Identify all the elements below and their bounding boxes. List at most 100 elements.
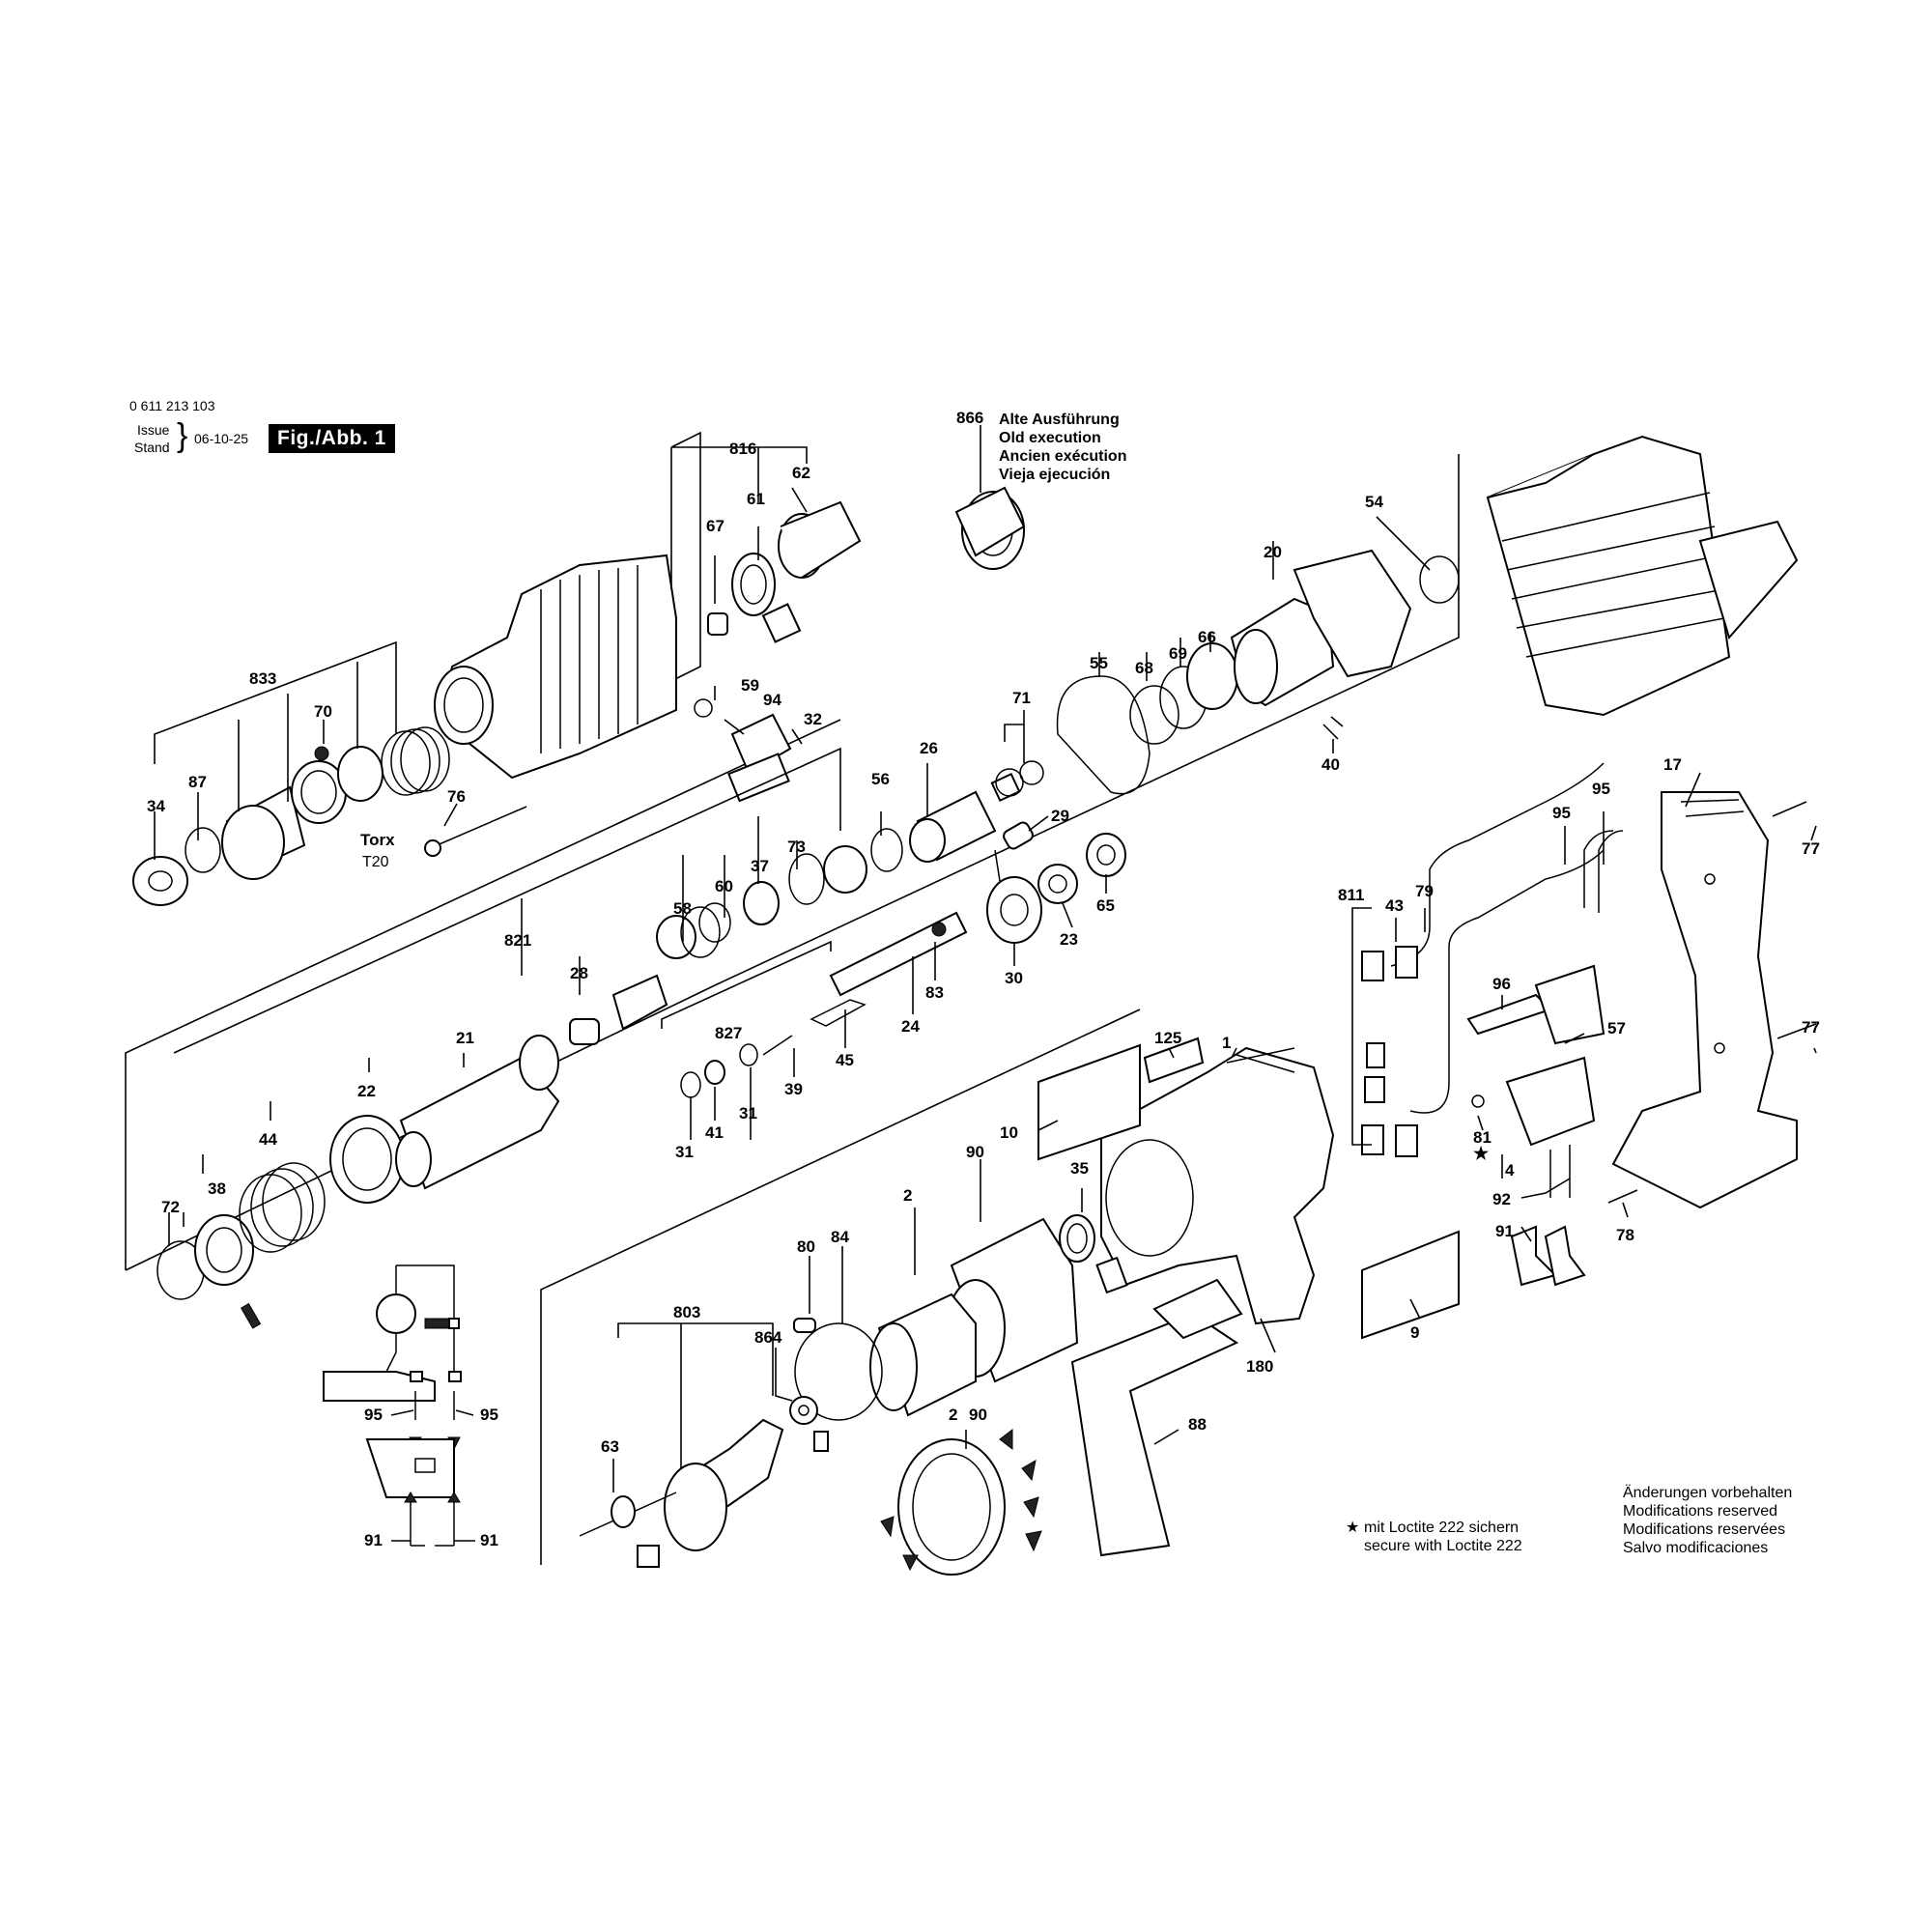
handle-shell [1611, 791, 1798, 1209]
callout-24: 24 [901, 1017, 920, 1036]
screw-77-top [1772, 801, 1807, 817]
label-9 [1361, 1230, 1460, 1340]
torx-size: T20 [362, 854, 389, 870]
callout-43: 43 [1385, 896, 1404, 915]
modifications-es: Salvo modificaciones [1623, 1540, 1769, 1556]
callout-30: 30 [1005, 969, 1023, 987]
brace-icon: } [177, 417, 188, 454]
callout-21: 21 [456, 1029, 474, 1047]
label-10 [1037, 1043, 1141, 1161]
hammer-tube-housing [434, 554, 677, 780]
impact-mechanism [680, 760, 1126, 1098]
callout-38: 38 [208, 1179, 226, 1198]
callout-91-schematic-left: 91 [364, 1531, 383, 1549]
callout-827: 827 [715, 1024, 742, 1042]
callout-60: 60 [715, 877, 733, 895]
callout-70: 70 [314, 702, 332, 721]
callout-180: 180 [1246, 1357, 1273, 1376]
old-execution-en: Old execution [999, 430, 1101, 446]
callout-811: 811 [1338, 886, 1364, 904]
callout-821: 821 [504, 931, 531, 950]
callout-73: 73 [787, 838, 806, 856]
callout-10: 10 [1000, 1123, 1018, 1142]
callout-39: 39 [784, 1080, 803, 1098]
screw-76 [434, 806, 527, 847]
callout-40: 40 [1321, 755, 1340, 774]
callout-4: 4 [1505, 1161, 1515, 1179]
callout-63: 63 [601, 1437, 619, 1456]
callout-77-top: 77 [1802, 839, 1820, 858]
callout-92: 92 [1492, 1190, 1511, 1208]
callout-35: 35 [1070, 1159, 1089, 1178]
stand-label: Stand [134, 440, 170, 455]
callout-90-detail: 90 [969, 1406, 987, 1424]
modifications-de: Änderungen vorbehalten [1623, 1485, 1793, 1501]
loctite-note-de: mit Loctite 222 sichern [1364, 1520, 1520, 1536]
callout-62: 62 [792, 464, 810, 482]
issue-date: 06-10-25 [194, 431, 249, 446]
callout-84: 84 [831, 1228, 849, 1246]
torx-icon [424, 839, 441, 857]
callout-67: 67 [706, 517, 724, 535]
tool-holder-parts [132, 726, 450, 906]
motor-parts [579, 1214, 1128, 1568]
loctite-star-icon: ★ [1346, 1520, 1360, 1536]
screw-77-bottom [1776, 1023, 1817, 1039]
callout-864: 864 [754, 1328, 782, 1347]
callout-80: 80 [797, 1237, 815, 1256]
callout-59: 59 [741, 676, 759, 695]
callout-22: 22 [357, 1082, 376, 1100]
callout-34: 34 [147, 797, 165, 815]
callout-95-left: 95 [1552, 804, 1571, 822]
old-execution-de: Alte Ausführung [999, 412, 1120, 428]
callout-83: 83 [925, 983, 944, 1002]
callout-2: 2 [903, 1186, 912, 1205]
callout-29: 29 [1051, 807, 1069, 825]
callout-26: 26 [920, 739, 938, 757]
loctite-star-81-icon: ★ [1473, 1144, 1490, 1163]
callout-91: 91 [1495, 1222, 1514, 1240]
callout-71: 71 [1012, 689, 1031, 707]
callout-61: 61 [747, 490, 765, 508]
callout-55: 55 [1090, 654, 1108, 672]
ring-59 [694, 698, 713, 718]
callout-58: 58 [673, 899, 692, 918]
callout-95-schematic-left: 95 [364, 1406, 383, 1424]
callout-28: 28 [570, 964, 588, 982]
label-125 [1143, 1037, 1205, 1084]
issue-label: Issue [137, 422, 170, 438]
cover-180 [1152, 1278, 1243, 1340]
modifications-fr: Modifications reservées [1623, 1521, 1786, 1538]
callout-91-schematic-right: 91 [480, 1531, 498, 1549]
spindle-group-frame [125, 719, 841, 1270]
callout-95-schematic-right: 95 [480, 1406, 498, 1424]
callout-31-left: 31 [675, 1143, 694, 1161]
modifications-en: Modifications reserved [1623, 1503, 1778, 1520]
callout-54: 54 [1365, 493, 1383, 511]
callout-66: 66 [1198, 628, 1216, 646]
callout-56: 56 [871, 770, 890, 788]
callout-866: 866 [956, 409, 983, 427]
callout-81: 81 [1473, 1128, 1492, 1147]
callout-94: 94 [763, 691, 781, 709]
callout-125: 125 [1154, 1029, 1181, 1047]
callout-1: 1 [1222, 1034, 1231, 1052]
callout-37: 37 [751, 857, 769, 875]
brush-holder-detail [880, 1428, 1042, 1576]
doc-number: 0 611 213 103 [129, 398, 215, 413]
battery-pack [1486, 435, 1799, 717]
callout-9: 9 [1410, 1323, 1419, 1342]
callout-68: 68 [1135, 659, 1153, 677]
callout-45: 45 [836, 1051, 854, 1069]
callout-96: 96 [1492, 975, 1511, 993]
callout-90: 90 [966, 1143, 984, 1161]
callout-57: 57 [1607, 1019, 1626, 1037]
callout-78: 78 [1616, 1226, 1634, 1244]
callout-65: 65 [1096, 896, 1115, 915]
motor-group-frame [540, 1009, 1141, 1565]
callout-816: 816 [729, 440, 756, 458]
callout-31-right: 31 [739, 1104, 757, 1122]
callout-69: 69 [1169, 644, 1187, 663]
wiring-schematic [323, 1264, 462, 1547]
